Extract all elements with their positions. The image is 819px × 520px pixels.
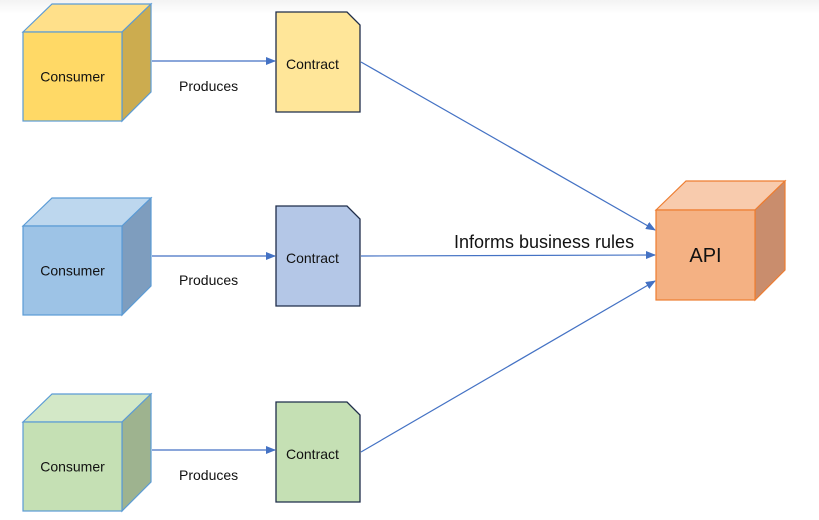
consumer-node-2[interactable]: Consumer [21,196,153,317]
contract-document-shape [275,205,361,307]
contract-node-3[interactable]: Contract [275,401,361,503]
consumer-label: Consumer [40,262,105,278]
informs-edge-2 [360,251,656,260]
canvas-top-shadow [0,0,819,14]
api-front-face [655,209,756,301]
contract-node-1[interactable]: Contract [275,11,361,113]
consumer-front-face [22,31,123,122]
produces-label-3: Produces [179,467,238,483]
api-node[interactable]: API [654,179,787,302]
contract-document-shape [275,11,361,113]
contract-label: Contract [286,250,339,266]
contract-label: Contract [286,56,339,72]
produces-label-1: Produces [179,78,238,94]
contract-label: Contract [286,446,339,462]
produces-label-2: Produces [179,272,238,288]
informs-edge-1 [360,61,656,231]
consumer-node-1[interactable]: Consumer [21,2,153,123]
consumer-front-face [22,225,123,316]
contract-node-2[interactable]: Contract [275,205,361,307]
contract-document-shape [275,401,361,503]
api-label: API [689,245,721,267]
consumer-label: Consumer [40,68,105,84]
informs-business-rules-label: Informs business rules [454,232,634,252]
consumer-node-3[interactable]: Consumer [21,392,153,513]
consumer-label: Consumer [40,458,105,474]
informs-edge-3 [360,280,656,453]
consumer-front-face [22,421,123,512]
